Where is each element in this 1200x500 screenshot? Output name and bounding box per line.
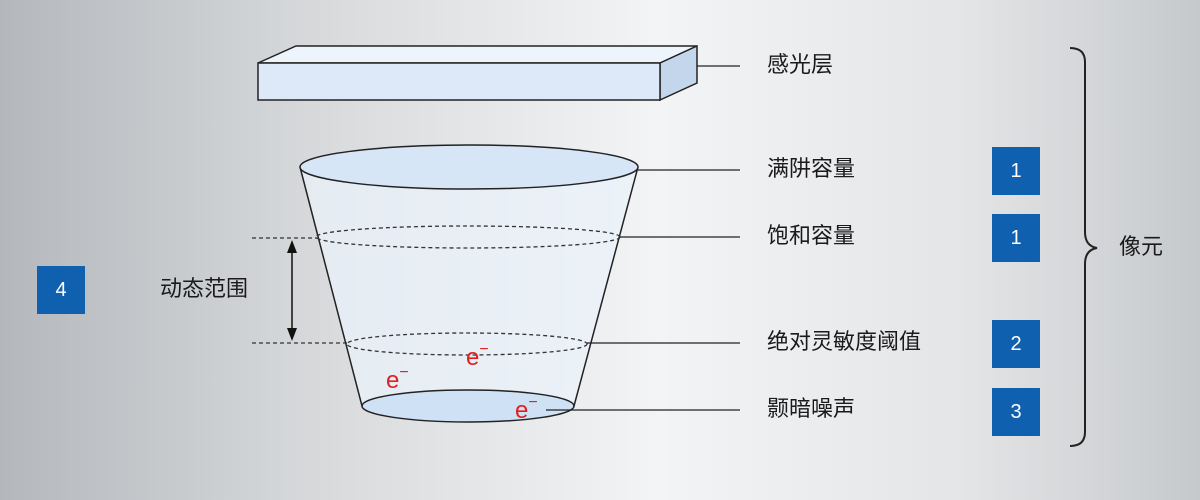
well-right-wall xyxy=(573,166,639,407)
sensitivity-threshold-ellipse xyxy=(346,332,588,356)
label-absolute-sensitivity-threshold: 绝对灵敏度阈值 xyxy=(767,330,922,355)
label-pixel: 像元 xyxy=(1119,235,1164,260)
dynamic-range-arrow xyxy=(287,240,297,341)
label-dynamic-range: 动态范围 xyxy=(160,277,249,302)
well-left-wall xyxy=(299,166,363,407)
electron-1: e− xyxy=(466,341,489,371)
label-dark-noise: 颢暗噪声 xyxy=(767,397,856,422)
label-full-well-capacity: 满阱容量 xyxy=(767,157,856,182)
badge-dark-noise: 3 xyxy=(992,388,1040,436)
well-bottom-ellipse xyxy=(361,389,575,423)
badge-full-well: 1 xyxy=(992,147,1040,195)
badge-saturation: 1 xyxy=(992,214,1040,262)
badge-dynamic-range: 4 xyxy=(37,266,85,314)
label-saturation-capacity: 饱和容量 xyxy=(767,224,856,249)
photosensitive-layer-slab xyxy=(257,44,698,102)
electron-2: e− xyxy=(386,364,409,394)
pixel-brace xyxy=(1069,47,1098,447)
label-photosensitive-layer: 感光层 xyxy=(767,53,834,78)
badge-sensitivity: 2 xyxy=(992,320,1040,368)
pixel-well xyxy=(299,144,639,423)
well-top-ellipse xyxy=(299,144,639,190)
electron-3: e− xyxy=(515,394,538,424)
